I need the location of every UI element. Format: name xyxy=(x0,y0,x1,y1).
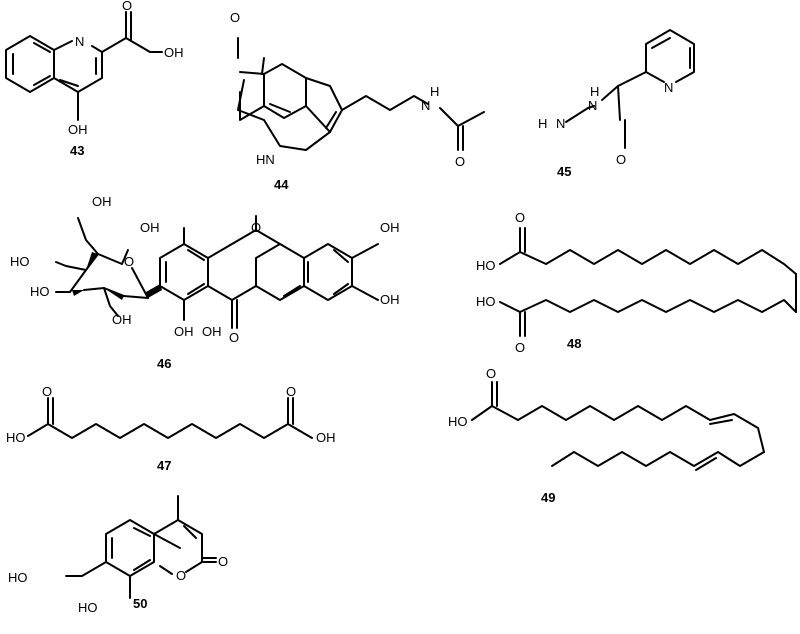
compound-number: 43 xyxy=(70,143,84,158)
atom-ho: HO xyxy=(6,430,26,445)
atom-oh: OH xyxy=(380,220,400,235)
atom-hn: HN xyxy=(256,152,275,167)
atom-oh: OH xyxy=(202,324,222,339)
atom-n: N xyxy=(556,116,565,131)
atom-oh: OH xyxy=(164,45,184,60)
atom-o: O xyxy=(124,254,134,269)
compound-47: HO O O OH 47 xyxy=(6,384,336,473)
compound-49: O HO 49 xyxy=(448,366,765,505)
atom-h: H xyxy=(590,84,599,99)
atom-ho: HO xyxy=(8,570,28,585)
atom-h: H xyxy=(430,84,439,99)
atom-oh: OH xyxy=(174,324,194,339)
compound-number: 44 xyxy=(274,177,289,192)
atom-oh: OH xyxy=(380,292,400,307)
compound-44: O N H O HN 44 xyxy=(230,10,485,192)
atom-o: O xyxy=(42,384,52,399)
atom-ho: HO xyxy=(78,600,98,615)
atom-ho: HO xyxy=(476,258,496,273)
atom-oh: OH xyxy=(140,220,160,235)
atom-ho: HO xyxy=(448,414,468,429)
atom-o: O xyxy=(218,554,228,569)
atom-o: O xyxy=(515,340,525,355)
atom-o: O xyxy=(515,210,525,225)
compound-number: 46 xyxy=(157,356,171,371)
atom-o: O xyxy=(455,154,465,169)
compound-number: 47 xyxy=(157,458,171,473)
atom-h3n: H xyxy=(538,116,547,131)
compound-number: 45 xyxy=(557,164,571,179)
compound-46: OH OH O O OH HO HO OH OH OH O OH 46 xyxy=(10,194,400,371)
atom-n: N xyxy=(421,98,430,113)
atom-o: O xyxy=(251,220,261,235)
compound-number: 50 xyxy=(133,596,147,611)
atom-o: O xyxy=(122,0,132,13)
compound-45: H N N H O N 45 xyxy=(538,29,695,179)
compound-number: 48 xyxy=(567,336,581,351)
atom-o: O xyxy=(286,384,296,399)
atom-n: N xyxy=(664,80,673,95)
atom-ho: HO xyxy=(10,254,30,269)
atom-n: N xyxy=(75,34,84,49)
atom-o: O xyxy=(176,568,186,583)
compound-43: N OH O OH 43 xyxy=(5,0,184,158)
atom-oh: OH xyxy=(112,312,132,327)
atom-o: O xyxy=(230,10,240,25)
atom-oh: OH xyxy=(92,194,112,209)
atom-n: N xyxy=(588,98,597,113)
compound-number: 49 xyxy=(541,490,555,505)
atom-oh: OH xyxy=(68,122,88,137)
atom-ho: HO xyxy=(30,284,50,299)
atom-ho: HO xyxy=(476,294,496,309)
atom-oh: OH xyxy=(316,430,336,445)
atom-o: O xyxy=(616,152,626,167)
compound-50: O O HO HO 50 xyxy=(8,495,228,615)
compound-48: O HO HO O 48 xyxy=(476,210,797,355)
atom-o: O xyxy=(229,330,239,345)
atom-o: O xyxy=(486,366,496,381)
